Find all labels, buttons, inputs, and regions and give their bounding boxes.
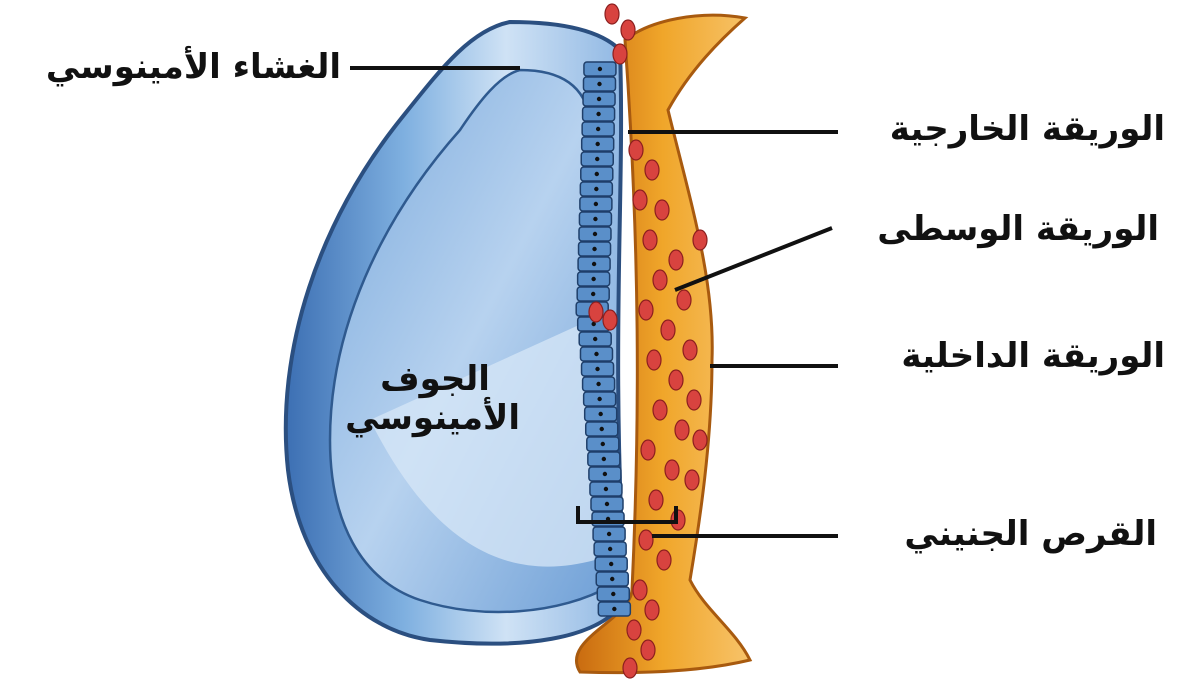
mesoderm-cell (623, 658, 637, 678)
mesoderm-cell (647, 350, 661, 370)
label-endoderm: الوريقة الداخلية (901, 337, 1165, 376)
mesoderm-cell (627, 620, 641, 640)
ectoderm-cell-nucleus (598, 67, 602, 71)
mesoderm-cell (633, 190, 647, 210)
mesoderm-cell (649, 490, 663, 510)
ectoderm-cell-nucleus (602, 457, 606, 461)
mesoderm-cell (639, 300, 653, 320)
ectoderm-cell-nucleus (595, 157, 599, 161)
ectoderm-cell-nucleus (611, 592, 615, 596)
ectoderm-cell-nucleus (608, 547, 612, 551)
ectoderm-cell-nucleus (596, 127, 600, 131)
mesoderm-cell (603, 310, 617, 330)
ectoderm-cell-nucleus (594, 187, 598, 191)
label-mesoderm: الوريقة الوسطى (877, 210, 1159, 249)
ectoderm-cell-nucleus (610, 577, 614, 581)
mesoderm-cell (655, 200, 669, 220)
mesoderm-cell (665, 460, 679, 480)
label-embryonic-disc: القرص الجنيني (904, 515, 1157, 554)
mesoderm-cell (657, 550, 671, 570)
ectoderm-cell-nucleus (601, 442, 605, 446)
mesoderm-cell (677, 290, 691, 310)
mesoderm-cell (685, 470, 699, 490)
ectoderm-cell-nucleus (592, 262, 596, 266)
ectoderm-cell-nucleus (594, 352, 598, 356)
ectoderm-cell-nucleus (607, 532, 611, 536)
ectoderm-cell-nucleus (597, 82, 601, 86)
mesoderm-cell (613, 44, 627, 64)
mesoderm-cell (645, 160, 659, 180)
ectoderm-cell-nucleus (603, 472, 607, 476)
ectoderm-cell-nucleus (593, 217, 597, 221)
ectoderm-cell-nucleus (593, 232, 597, 236)
ectoderm-cell-nucleus (591, 277, 595, 281)
label-amniotic-cavity-line1: الجوف (350, 360, 520, 399)
mesoderm-cell (687, 390, 701, 410)
ectoderm-cell-nucleus (600, 427, 604, 431)
ectoderm-cell-nucleus (612, 607, 616, 611)
mesoderm-cell (653, 270, 667, 290)
ectoderm-cell-nucleus (595, 367, 599, 371)
mesoderm-cell (605, 4, 619, 24)
mesoderm-cell (661, 320, 675, 340)
mesoderm-cell (621, 20, 635, 40)
ectoderm-cell-nucleus (593, 337, 597, 341)
mesoderm-cell (675, 420, 689, 440)
ectoderm-cell-nucleus (605, 502, 609, 506)
mesoderm-cell (693, 430, 707, 450)
ectoderm-cell-nucleus (595, 142, 599, 146)
mesoderm-cell (645, 600, 659, 620)
mesoderm-cell (683, 340, 697, 360)
mesoderm-cell (693, 230, 707, 250)
mesoderm-cell (641, 440, 655, 460)
mesoderm-cell (643, 230, 657, 250)
ectoderm-cell-nucleus (609, 562, 613, 566)
ectoderm-cell-nucleus (597, 97, 601, 101)
ectoderm-cell-nucleus (594, 202, 598, 206)
mesoderm-cell (641, 640, 655, 660)
ectoderm-cell-nucleus (591, 292, 595, 296)
mesoderm-cell (589, 302, 603, 322)
mesoderm-cell (639, 530, 653, 550)
label-amniotic-cavity-line2: الأمينوسي (350, 399, 520, 438)
mesoderm-cell (629, 140, 643, 160)
mesoderm-cell (633, 580, 647, 600)
mesoderm-cell (669, 370, 683, 390)
mesoderm-cell (669, 250, 683, 270)
ectoderm-cell-nucleus (596, 382, 600, 386)
ectoderm-cell-nucleus (598, 412, 602, 416)
ectoderm-cell-nucleus (596, 112, 600, 116)
label-ectoderm: الوريقة الخارجية (890, 110, 1165, 149)
ectoderm-cell-nucleus (597, 397, 601, 401)
label-amnion: الغشاء الأمينوسي (46, 48, 341, 87)
ectoderm-cell-nucleus (592, 247, 596, 251)
label-amniotic-cavity: الجوف الأمينوسي (350, 360, 520, 438)
ectoderm-cell-nucleus (604, 487, 608, 491)
ectoderm-cell-nucleus (595, 172, 599, 176)
mesoderm-cell (653, 400, 667, 420)
